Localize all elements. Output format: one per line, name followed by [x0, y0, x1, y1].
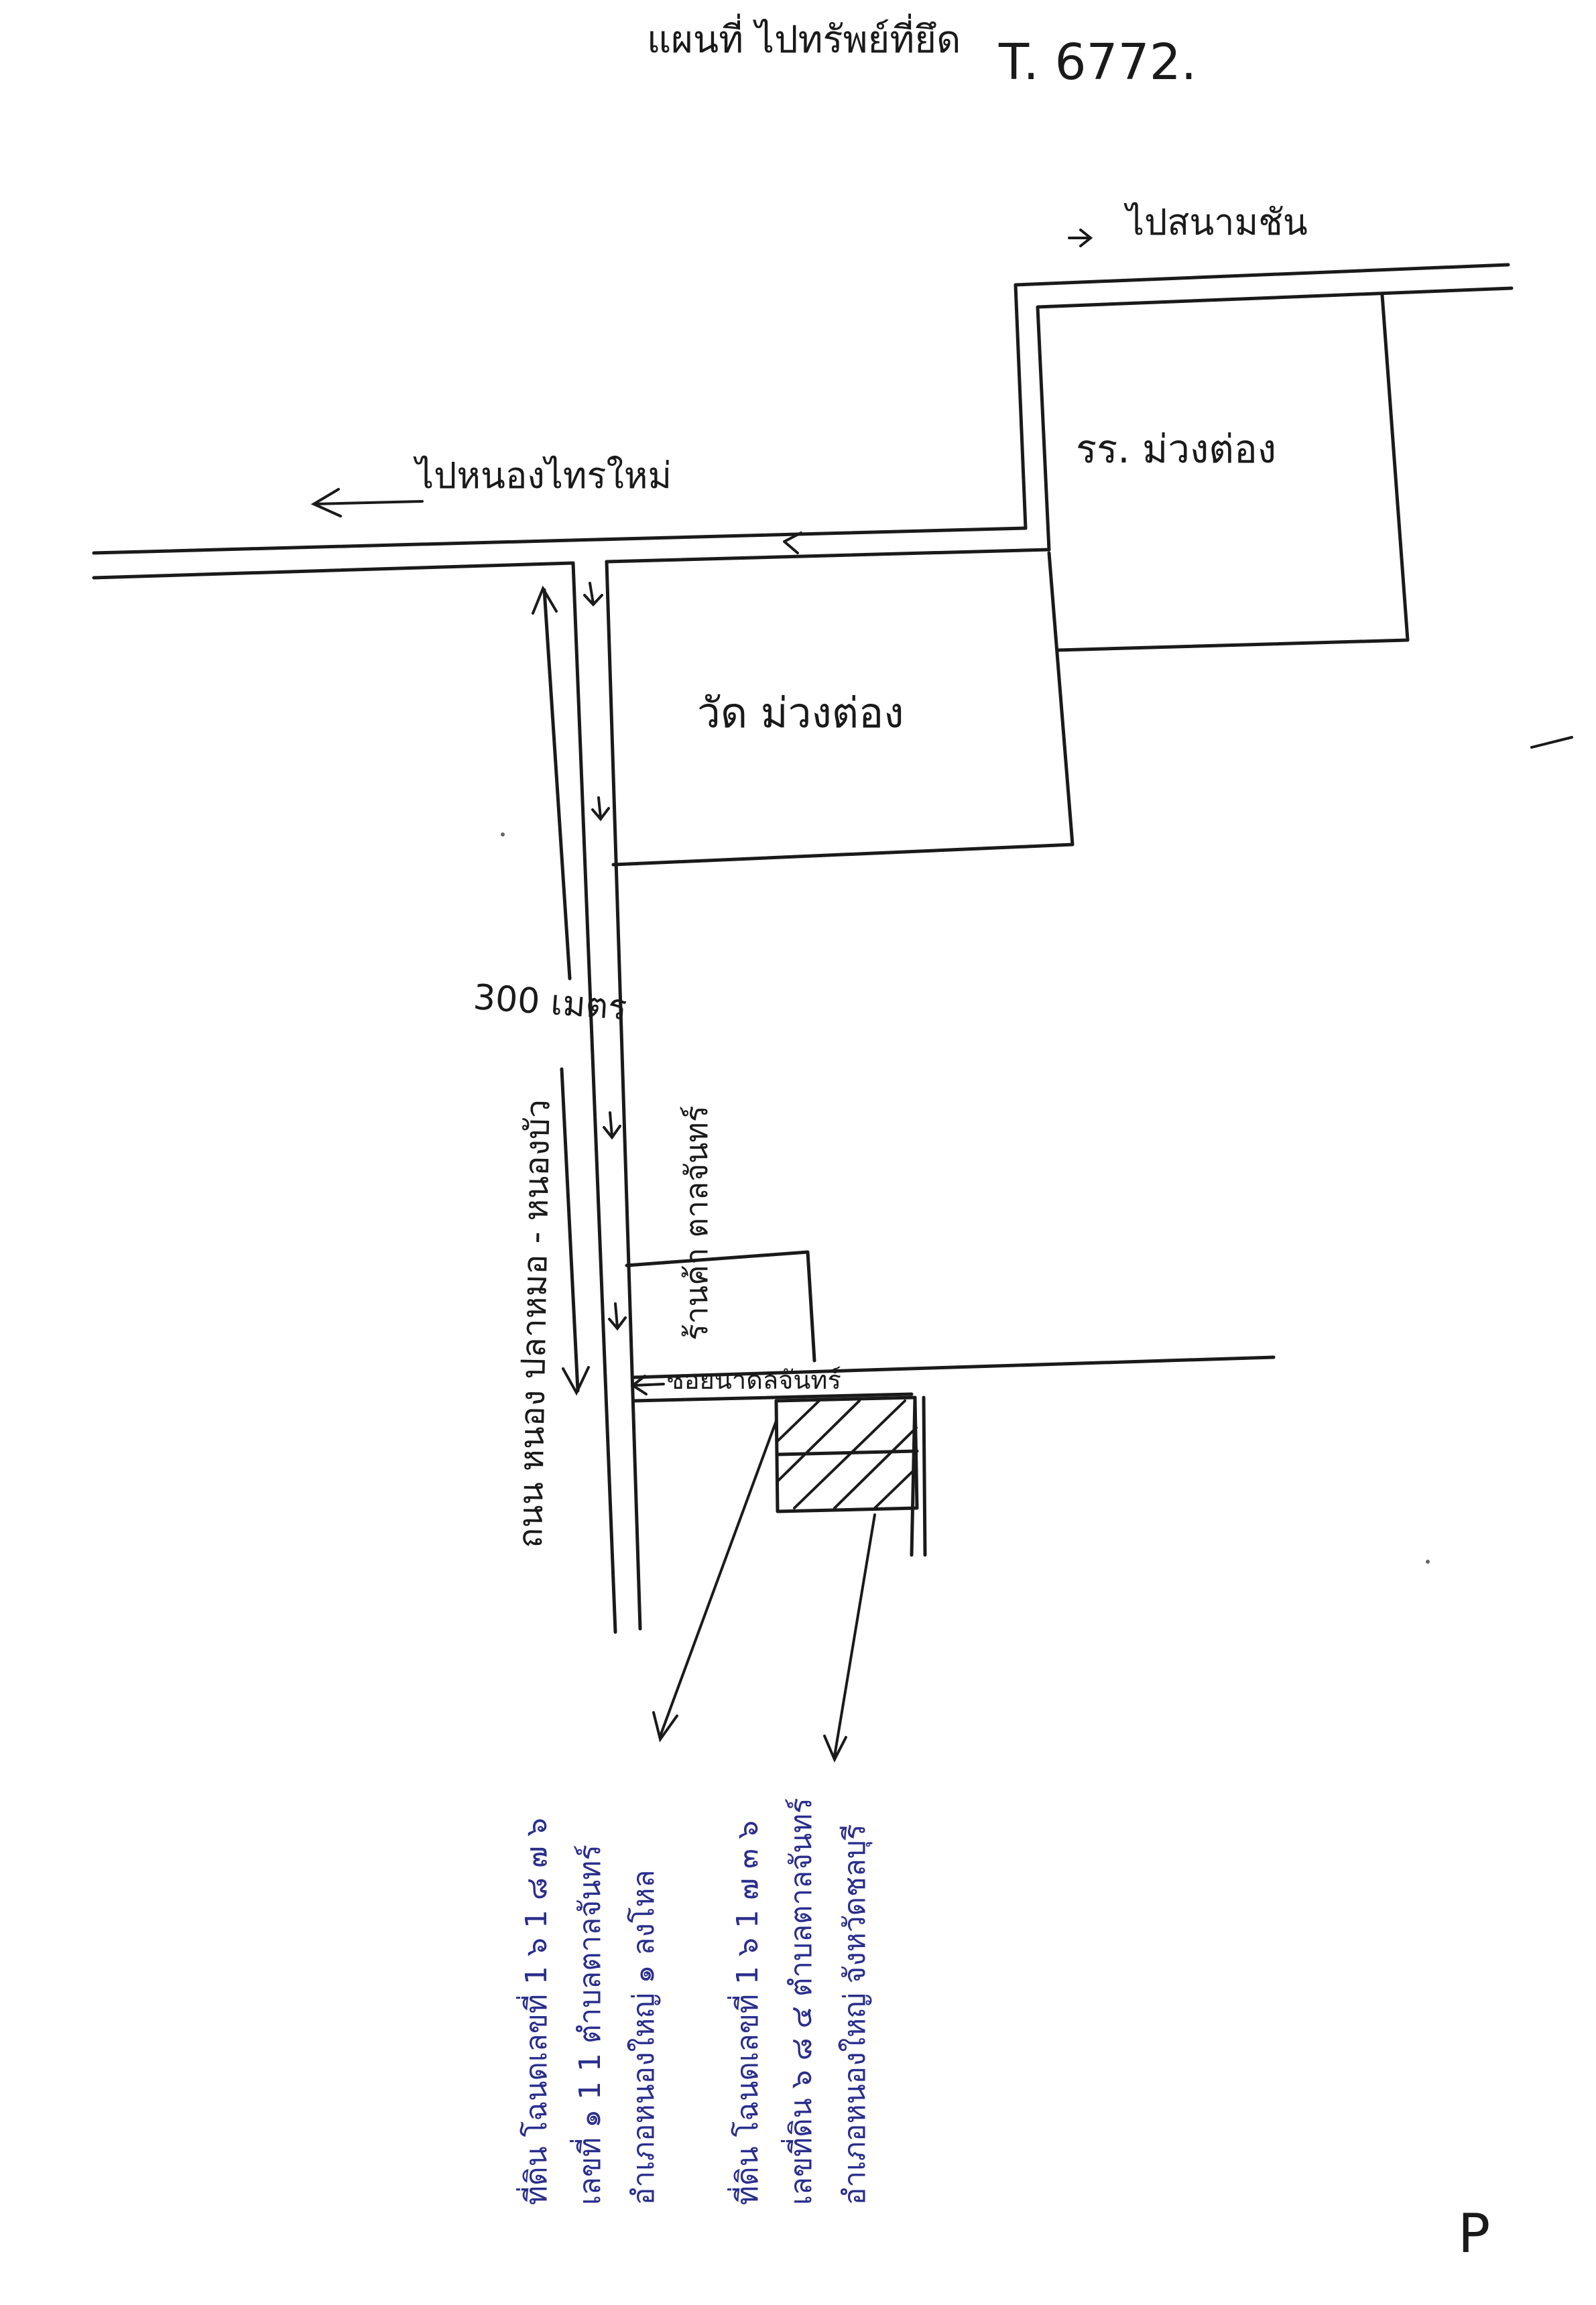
distance-label: 300 เมตร — [472, 977, 628, 1028]
arrow-left-icon — [310, 488, 424, 517]
parcel-note-1-line-1: ที่ดิน โฉนดเลขที่ 1 ๖ 1 ๘ ๗ ๖ — [515, 1818, 554, 2205]
parcel-note-1-line-2: เลขที่ ๑ 1 1 ตำบลตาลจันทร์ — [569, 1845, 607, 2205]
side-lane — [910, 1395, 927, 1557]
arrow-right-icon — [1068, 229, 1093, 247]
vertical-road — [571, 560, 642, 1634]
soi-road — [631, 1355, 1276, 1403]
leader-arrow-icon — [652, 1420, 876, 1763]
case-code: T. 6772. — [998, 34, 1196, 91]
corner-initial: P — [1458, 2202, 1490, 2265]
soi-label: ซอยนาดลจันทร์ — [667, 1365, 841, 1395]
parcel-note-1: ที่ดิน โฉนดเลขที่ 1 ๖ 1 ๘ ๗ ๖ เลขที่ ๑ 1… — [515, 1818, 661, 2205]
main-horizontal-road — [92, 526, 1051, 580]
shop-block — [625, 1250, 816, 1363]
main-road-label: ถนน หนอง ปลาหมอ - หนองบัว — [511, 1099, 558, 1549]
direction-label-top-right: ไปสนามชัน — [1123, 201, 1308, 243]
school-label: รร. ม่วงต่อง — [1076, 426, 1276, 472]
road-direction-arrow-icon — [583, 532, 802, 1331]
shop-label: ร้านค้า ตาลจันทร์ — [678, 1105, 715, 1341]
upper-right-road — [1014, 263, 1514, 552]
parcel-note-2: ที่ดิน โฉนดเลขที่ 1 ๖ 1 ๗ ๓ ๖ เลขที่ดิน … — [727, 1798, 873, 2205]
map-title: แผนที่ ไปทรัพย์ที่ยึด — [647, 13, 961, 62]
temple-block — [611, 551, 1075, 867]
direction-label-left: ไปหนองไทรใหม่ — [413, 454, 672, 497]
temple-label: วัด ม่วงต่อง — [697, 688, 904, 737]
distance-dimension — [532, 585, 590, 1396]
parcel-note-2-line-1: ที่ดิน โฉนดเลขที่ 1 ๖ 1 ๗ ๓ ๖ — [727, 1820, 765, 2205]
arrow-left-icon — [630, 1375, 665, 1395]
school-block — [1056, 293, 1410, 652]
parcel-note-2-line-3: อำเภอหนองใหญ่ จังหวัดชลบุรี — [838, 1824, 873, 2206]
parcel-note-2-line-2: เลขที่ดิน ๖ ๘ ๔ ตำบลตาลจันทร์ — [780, 1798, 818, 2205]
seized-parcel — [774, 1395, 919, 1513]
parcel-note-1-line-3: อำเภอหนองใหญ่ ๑ ลงโหล — [627, 1869, 661, 2205]
scan-speck — [501, 736, 1573, 1564]
